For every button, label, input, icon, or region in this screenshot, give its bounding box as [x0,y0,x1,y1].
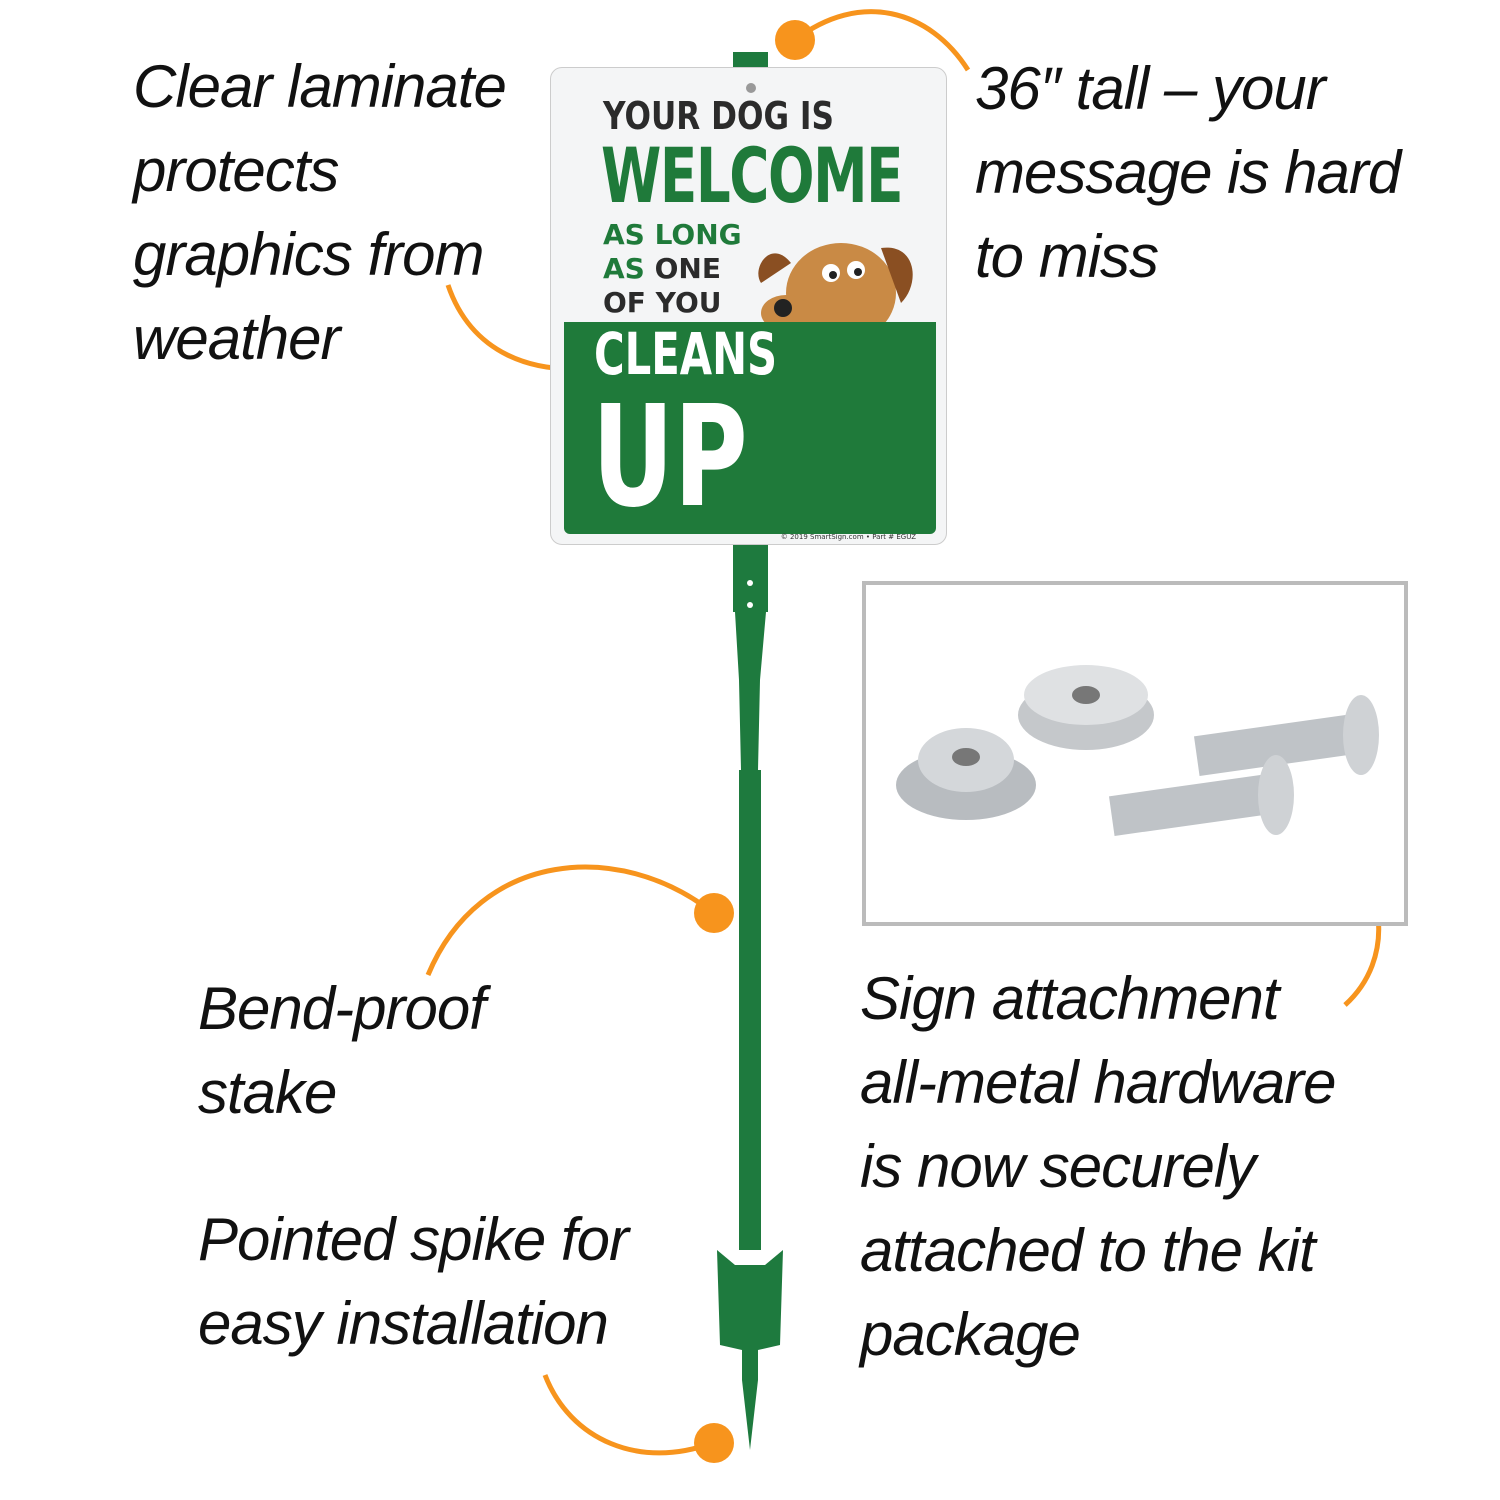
sign-line-3: AS LONG [603,218,742,251]
sign-line-6: CLEANS [594,320,778,388]
callout-height: 36″ tall – your message is hard to miss [975,55,1401,290]
callout-spike: Pointed spike for easy installation [198,1206,629,1357]
sign-copyright: © 2019 SmartSign.com • Part # EGUZ [780,533,916,541]
yard-sign: YOUR DOG IS WELCOME AS LONG AS ONE OF YO… [550,67,947,545]
callout-stake: Bend-proof stake [198,975,486,1126]
sign-line-5: OF YOU [603,286,722,319]
callout-laminate: Clear laminate protects graphics from we… [133,53,507,372]
sign-line-2: WELCOME [601,131,903,220]
callout-hardware: Sign attachment all-metal hardware is no… [860,965,1337,1368]
sign-line-4a: AS [603,252,645,285]
sign-green-panel: CLEANS UP [564,322,936,534]
nuts-and-bolts [896,665,1379,836]
sign-line-4: AS ONE [603,252,721,286]
hardware-photo [862,581,1408,926]
sign-line-4b: ONE [654,252,721,285]
sign-line-1: YOUR DOG IS [603,94,834,138]
sign-line-7: UP [592,376,748,539]
